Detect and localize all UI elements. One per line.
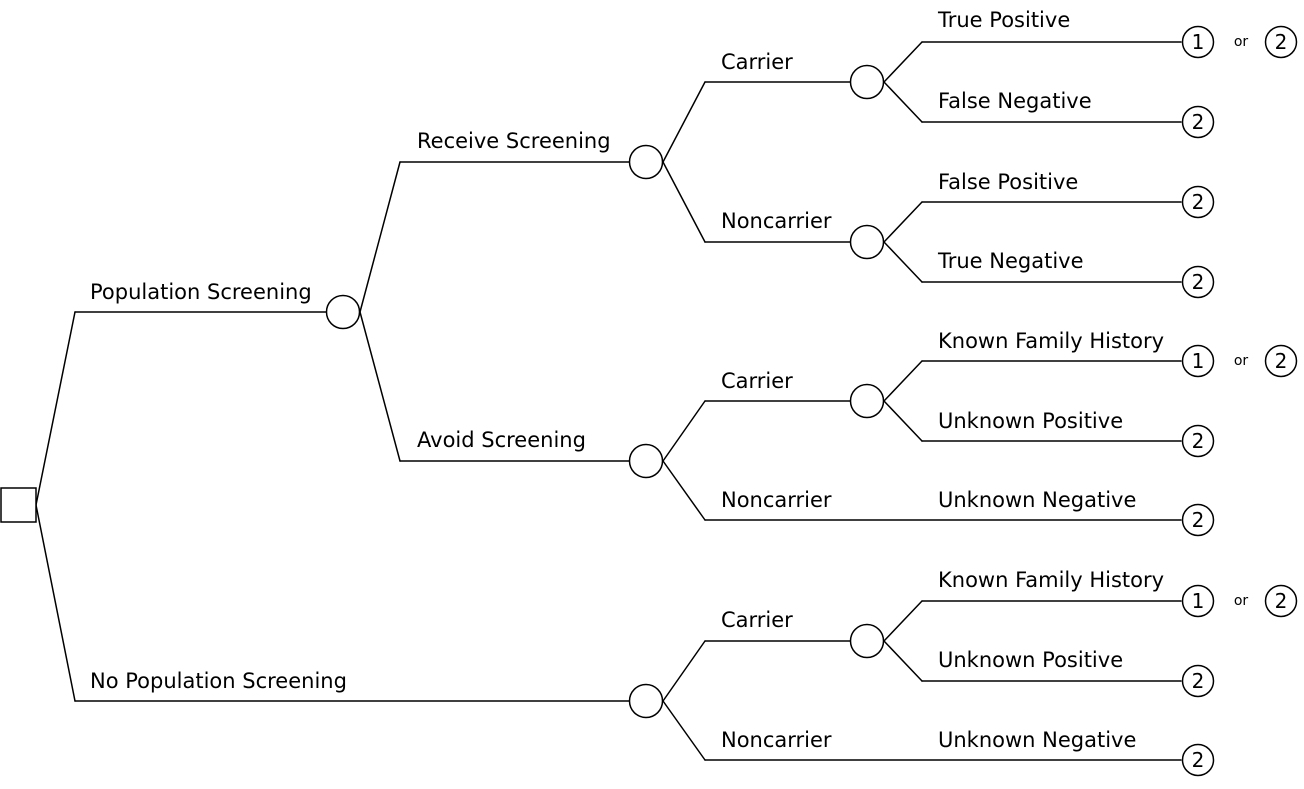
edge-ac-known-family — [883, 360, 923, 402]
outcome-label-no-pop-known-family-1: 1 — [1192, 589, 1205, 613]
edge-avoid-carrier — [662, 400, 706, 462]
label-no-pop-carrier: Carrier — [721, 608, 793, 632]
chance-node-population — [325, 294, 361, 330]
label-avoid-known-family-history: Known Family History — [938, 329, 1164, 353]
label-avoid-unknown-positive: Unknown Positive — [938, 409, 1123, 433]
label-no-pop-known-family-history: Known Family History — [938, 568, 1164, 592]
outcome-label-true-negative: 2 — [1192, 270, 1205, 294]
or-label-no-pop-known-family: or — [1234, 593, 1249, 609]
chance-node-no-population — [628, 683, 664, 719]
label-false-negative: False Negative — [938, 89, 1092, 113]
edge-avoid-noncarrier — [662, 460, 706, 521]
label-population-screening: Population Screening — [90, 280, 312, 304]
outcome-label-no-pop-unknown-negative: 2 — [1192, 748, 1205, 772]
label-no-pop-noncarrier: Noncarrier — [721, 728, 832, 752]
chance-node-receive-carrier — [849, 64, 885, 100]
outcome-node-avoid-unknown-negative — [1181, 503, 1215, 537]
outcome-label-no-pop-unknown-positive: 2 — [1192, 669, 1205, 693]
edge-pop-receive — [359, 161, 401, 313]
edge-root-no-population — [35, 504, 76, 702]
label-receive-noncarrier: Noncarrier — [721, 209, 832, 233]
edge-receive-noncarrier — [662, 161, 706, 243]
outcome-node-true-positive-1 — [1181, 25, 1215, 59]
outcome-node-no-pop-unknown-negative — [1181, 743, 1215, 777]
edge-rn-false-positive — [883, 201, 923, 243]
outcome-label-true-positive-2: 2 — [1275, 30, 1288, 54]
chance-node-receive — [628, 144, 664, 180]
outcome-node-no-pop-known-family-2 — [1264, 584, 1298, 618]
outcome-label-avoid-known-family-2: 2 — [1275, 349, 1288, 373]
edge-nc-unknown-positive — [883, 640, 923, 682]
label-avoid-noncarrier: Noncarrier — [721, 488, 832, 512]
label-no-population-screening: No Population Screening — [90, 669, 347, 693]
label-no-pop-unknown-negative: Unknown Negative — [938, 728, 1136, 752]
edge-ac-unknown-positive — [883, 400, 923, 442]
outcome-node-avoid-unknown-positive — [1181, 424, 1215, 458]
outcome-node-false-positive — [1181, 185, 1215, 219]
label-avoid-screening: Avoid Screening — [417, 428, 586, 452]
edge-nps-carrier — [662, 640, 706, 702]
outcome-node-avoid-known-family-1 — [1181, 344, 1215, 378]
chance-node-receive-noncarrier — [849, 224, 885, 260]
outcome-node-avoid-known-family-2 — [1264, 344, 1298, 378]
outcome-markers: 1 or 2 2 2 2 1 or 2 2 2 1 or 2 2 — [1181, 25, 1298, 777]
chance-node-avoid — [628, 443, 664, 479]
outcome-node-false-negative — [1181, 105, 1215, 139]
outcome-node-no-pop-unknown-positive — [1181, 664, 1215, 698]
or-label-avoid-known-family: or — [1234, 353, 1249, 369]
edge-nc-known-family — [883, 600, 923, 642]
outcome-label-avoid-unknown-positive: 2 — [1192, 429, 1205, 453]
tree-lines — [35, 41, 1182, 761]
label-no-pop-unknown-positive: Unknown Positive — [938, 648, 1123, 672]
or-label-true-positive: or — [1234, 34, 1249, 50]
chance-node-avoid-carrier — [849, 383, 885, 419]
edge-rc-true-positive — [883, 41, 923, 83]
edge-pop-avoid — [359, 311, 401, 462]
outcome-label-avoid-unknown-negative: 2 — [1192, 508, 1205, 532]
edge-receive-carrier — [662, 81, 706, 163]
outcome-label-false-positive: 2 — [1192, 190, 1205, 214]
edge-root-population — [35, 311, 76, 506]
chance-nodes — [325, 64, 885, 719]
outcome-label-no-pop-known-family-2: 2 — [1275, 589, 1288, 613]
label-true-negative: True Negative — [937, 249, 1084, 273]
edge-nps-noncarrier — [662, 700, 706, 761]
branch-labels: Population Screening No Population Scree… — [90, 8, 1164, 752]
label-avoid-carrier: Carrier — [721, 369, 793, 393]
label-receive-screening: Receive Screening — [417, 129, 611, 153]
edge-rc-false-negative — [883, 81, 923, 123]
edge-rn-true-negative — [883, 241, 923, 283]
label-receive-carrier: Carrier — [721, 50, 793, 74]
label-false-positive: False Positive — [938, 170, 1078, 194]
label-true-positive: True Positive — [937, 8, 1070, 32]
outcome-label-true-positive-1: 1 — [1192, 30, 1205, 54]
outcome-node-true-positive-2 — [1264, 25, 1298, 59]
outcome-label-avoid-known-family-1: 1 — [1192, 349, 1205, 373]
decision-node — [0, 487, 37, 523]
outcome-node-no-pop-known-family-1 — [1181, 584, 1215, 618]
label-avoid-unknown-negative: Unknown Negative — [938, 488, 1136, 512]
outcome-label-false-negative: 2 — [1192, 110, 1205, 134]
chance-node-no-pop-carrier — [849, 623, 885, 659]
outcome-node-true-negative — [1181, 265, 1215, 299]
